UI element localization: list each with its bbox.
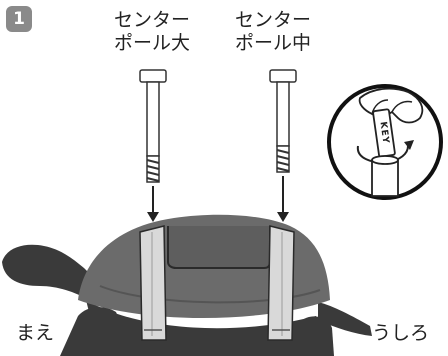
pole-large-label-line2: ポール大 [113, 32, 190, 54]
pole-medium-label-line2: ポール中 [234, 32, 311, 54]
turtle-tail [318, 302, 372, 336]
front-label: まえ [16, 322, 55, 344]
center-pole-large [139, 69, 167, 183]
left-pole-slot [139, 225, 167, 341]
back-label: うしろ [372, 322, 430, 344]
pole-large-label-line1: センター [113, 9, 190, 31]
arrow-left [147, 186, 159, 222]
key-detail-inset [327, 84, 443, 200]
arrow-right [277, 176, 289, 222]
pole-large-label: センター ポール大 [104, 9, 200, 55]
turtle-head [2, 244, 98, 300]
right-pole-slot [267, 225, 295, 341]
center-pole-medium [269, 69, 297, 173]
turtle-underbody [86, 300, 330, 356]
pole-medium-label: センター ポール中 [225, 9, 321, 55]
step-number-badge: 1 [6, 6, 32, 32]
shell-rim [99, 285, 321, 304]
shell-top-opening [167, 226, 271, 269]
pole-medium-label-line1: センター [234, 9, 311, 31]
